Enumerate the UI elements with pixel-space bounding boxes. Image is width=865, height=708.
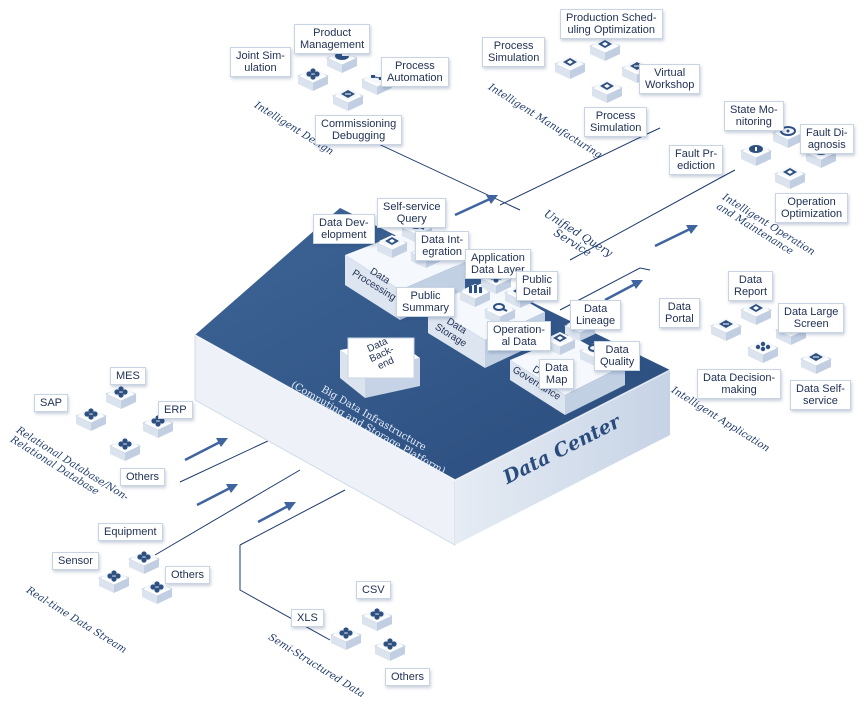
tile-data-portal xyxy=(710,318,742,341)
tile-fault-prediction xyxy=(740,143,772,166)
tile-self-service xyxy=(800,351,832,374)
tile-public-summary xyxy=(459,284,491,307)
label-data-portal: Data Portal xyxy=(659,298,700,328)
label-fault-prediction: Fault Pr- ediction xyxy=(669,145,724,175)
label-csv: CSV xyxy=(356,581,391,599)
tile-mes xyxy=(105,386,137,409)
label-relational-others: Others xyxy=(120,468,166,486)
tile-decision-making xyxy=(747,340,779,363)
tile-state-monitoring xyxy=(772,125,804,148)
label-data-lineage: Data Lineage xyxy=(570,300,622,330)
label-data-quality: Data Quality xyxy=(594,341,641,371)
tile-process-sim-2 xyxy=(591,80,623,103)
tile-xls xyxy=(330,627,362,650)
connector-lines xyxy=(154,118,736,641)
line-semi2 xyxy=(239,489,346,546)
tile-process-sim-1 xyxy=(554,56,586,79)
tile-sensor xyxy=(98,570,130,593)
label-process-automation: Process Automation xyxy=(381,57,449,87)
label-self-service-query: Self-service Query xyxy=(377,198,447,228)
tile-equipment xyxy=(128,551,160,574)
label-sap: SAP xyxy=(34,394,69,412)
label-fault-diagnosis: Fault Di- agnosis xyxy=(800,124,854,154)
label-public-summary: Public Summary xyxy=(396,287,456,317)
label-public-detail: Public Detail xyxy=(516,271,558,301)
tile-data-report xyxy=(740,302,772,325)
label-product-management: Product Management xyxy=(294,24,371,54)
label-data-large-screen: Data Large Screen xyxy=(778,303,845,333)
tile-sap xyxy=(75,408,107,431)
label-process-simulation-1: Process Simulation xyxy=(482,37,546,67)
backend-block xyxy=(340,337,420,398)
label-semi-others: Others xyxy=(385,668,431,686)
label-operational-data: Operation- al Data xyxy=(487,321,551,351)
flow-arrows xyxy=(184,195,698,524)
label-joint-simulation: Joint Sim- ulation xyxy=(230,47,291,77)
label-virtual-workshop: Virtual Workshop xyxy=(639,64,701,94)
label-equipment: Equipment xyxy=(98,523,163,541)
label-xls: XLS xyxy=(291,609,324,627)
tile-production-scheduling xyxy=(589,38,621,61)
label-data-self-service: Data Self- service xyxy=(790,380,851,410)
tile-commissioning xyxy=(332,88,364,111)
label-mes: MES xyxy=(110,367,146,385)
label-sensor: Sensor xyxy=(52,552,99,570)
platform-top xyxy=(195,208,670,480)
platform-side-right xyxy=(455,370,670,545)
tile-realtime-others xyxy=(141,581,173,604)
line-realtime xyxy=(154,469,301,556)
tile-semi-others xyxy=(374,638,406,661)
label-process-simulation-2: Process Simulation xyxy=(584,107,648,137)
line-app xyxy=(559,267,651,311)
line-relational xyxy=(179,439,271,483)
tile-csv xyxy=(361,608,393,631)
label-realtime-others: Others xyxy=(165,566,211,584)
tile-relational-others xyxy=(109,438,141,461)
label-data-development: Data Dev- elopment xyxy=(313,214,375,244)
tile-joint-simulation xyxy=(297,68,329,91)
label-data-decision-making: Data Decision- making xyxy=(697,369,782,399)
label-data-map: Data Map xyxy=(539,359,575,389)
label-commissioning-debugging: Commissioning Debugging xyxy=(315,115,403,145)
label-application-data-layer: Application Data Layer xyxy=(465,249,531,279)
label-erp: ERP xyxy=(158,401,193,419)
label-production-scheduling: Production Sched- uling Optimization xyxy=(560,9,663,39)
tile-data-development xyxy=(376,235,408,258)
tile-operation-optimization xyxy=(774,166,806,189)
label-operation-optimization: Operation Optimization xyxy=(775,193,849,223)
line-om xyxy=(569,169,736,261)
label-data-integration: Data Int- egration xyxy=(415,231,470,261)
label-data-report: Data Report xyxy=(728,271,774,301)
label-state-monitoring: State Mo- nitoring xyxy=(724,101,784,131)
